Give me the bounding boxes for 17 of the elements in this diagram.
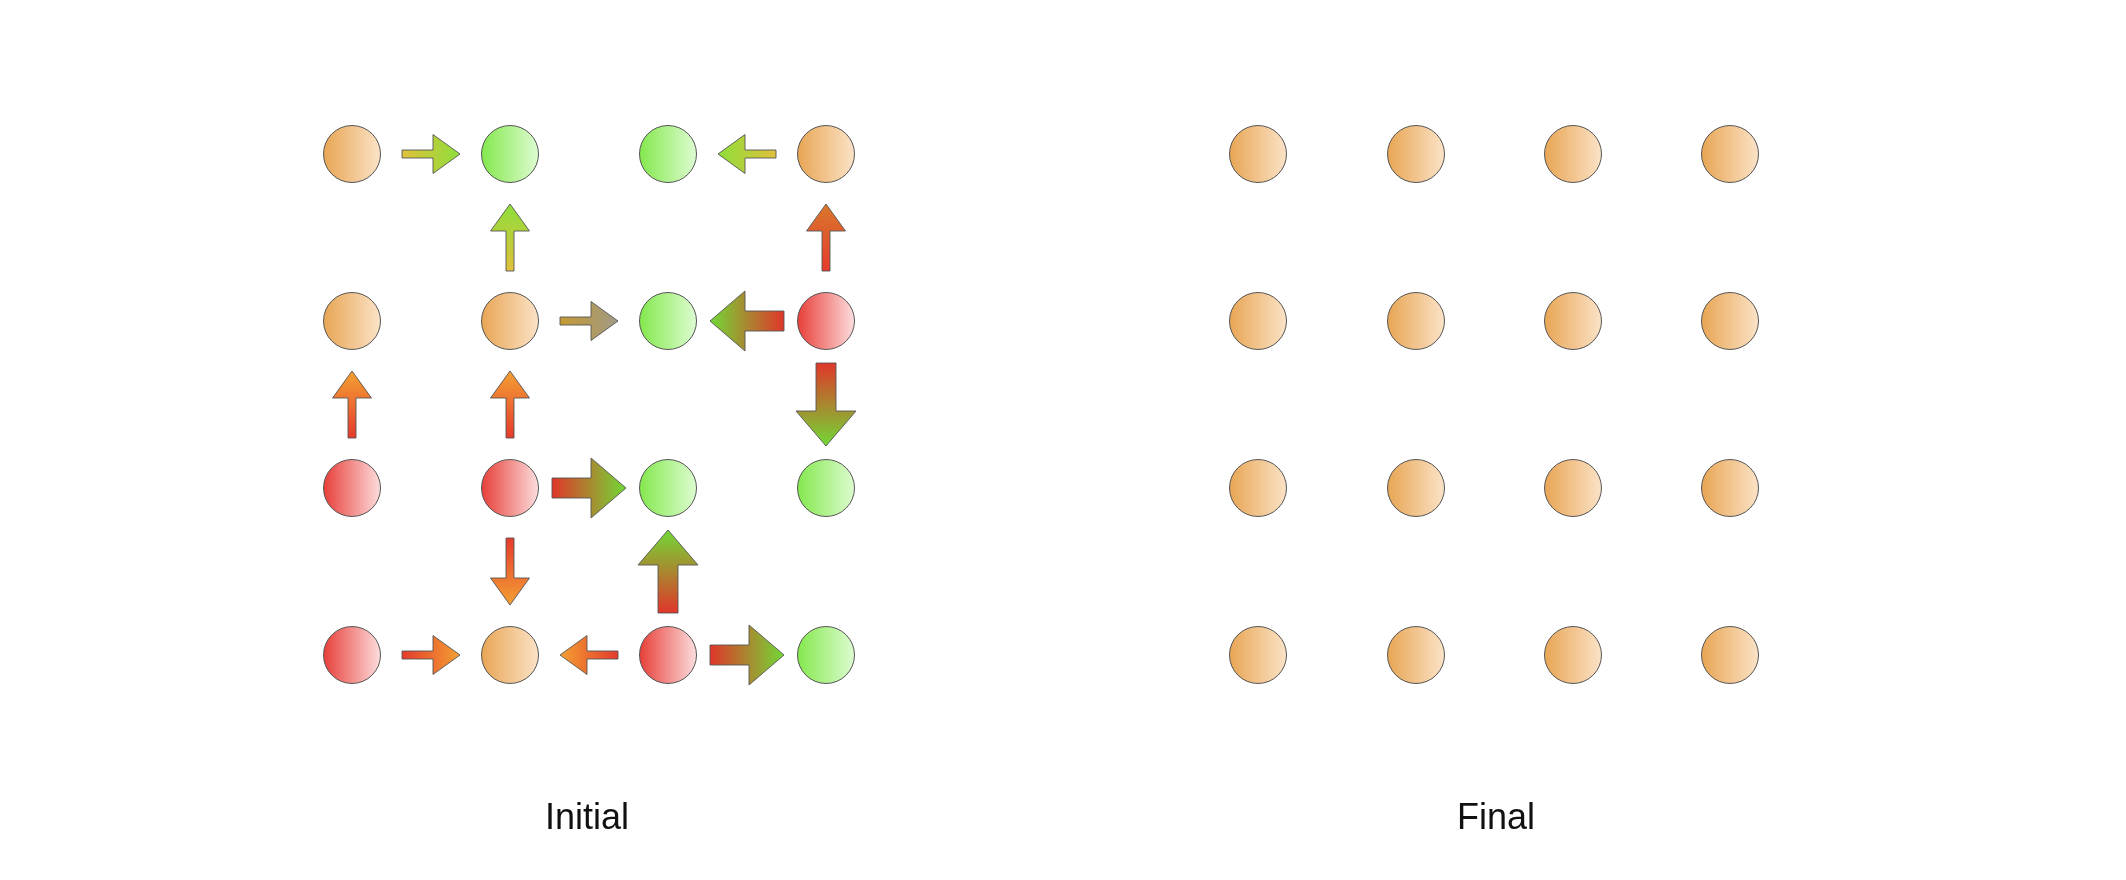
caption-label: Final <box>1457 796 1535 838</box>
block-arrow <box>559 635 619 675</box>
block-arrow <box>709 290 785 352</box>
block-arrow <box>559 301 619 341</box>
block-arrow <box>637 529 699 614</box>
block-arrow <box>490 537 530 606</box>
block-arrow <box>806 203 846 272</box>
block-arrow <box>401 134 461 174</box>
block-arrow <box>795 362 857 447</box>
block-arrow <box>490 370 530 439</box>
caption-label: Initial <box>545 796 629 838</box>
block-arrow <box>490 203 530 272</box>
block-arrow <box>332 370 372 439</box>
block-arrow <box>551 457 627 519</box>
block-arrow <box>717 134 777 174</box>
block-arrow <box>401 635 461 675</box>
block-arrow <box>709 624 785 686</box>
